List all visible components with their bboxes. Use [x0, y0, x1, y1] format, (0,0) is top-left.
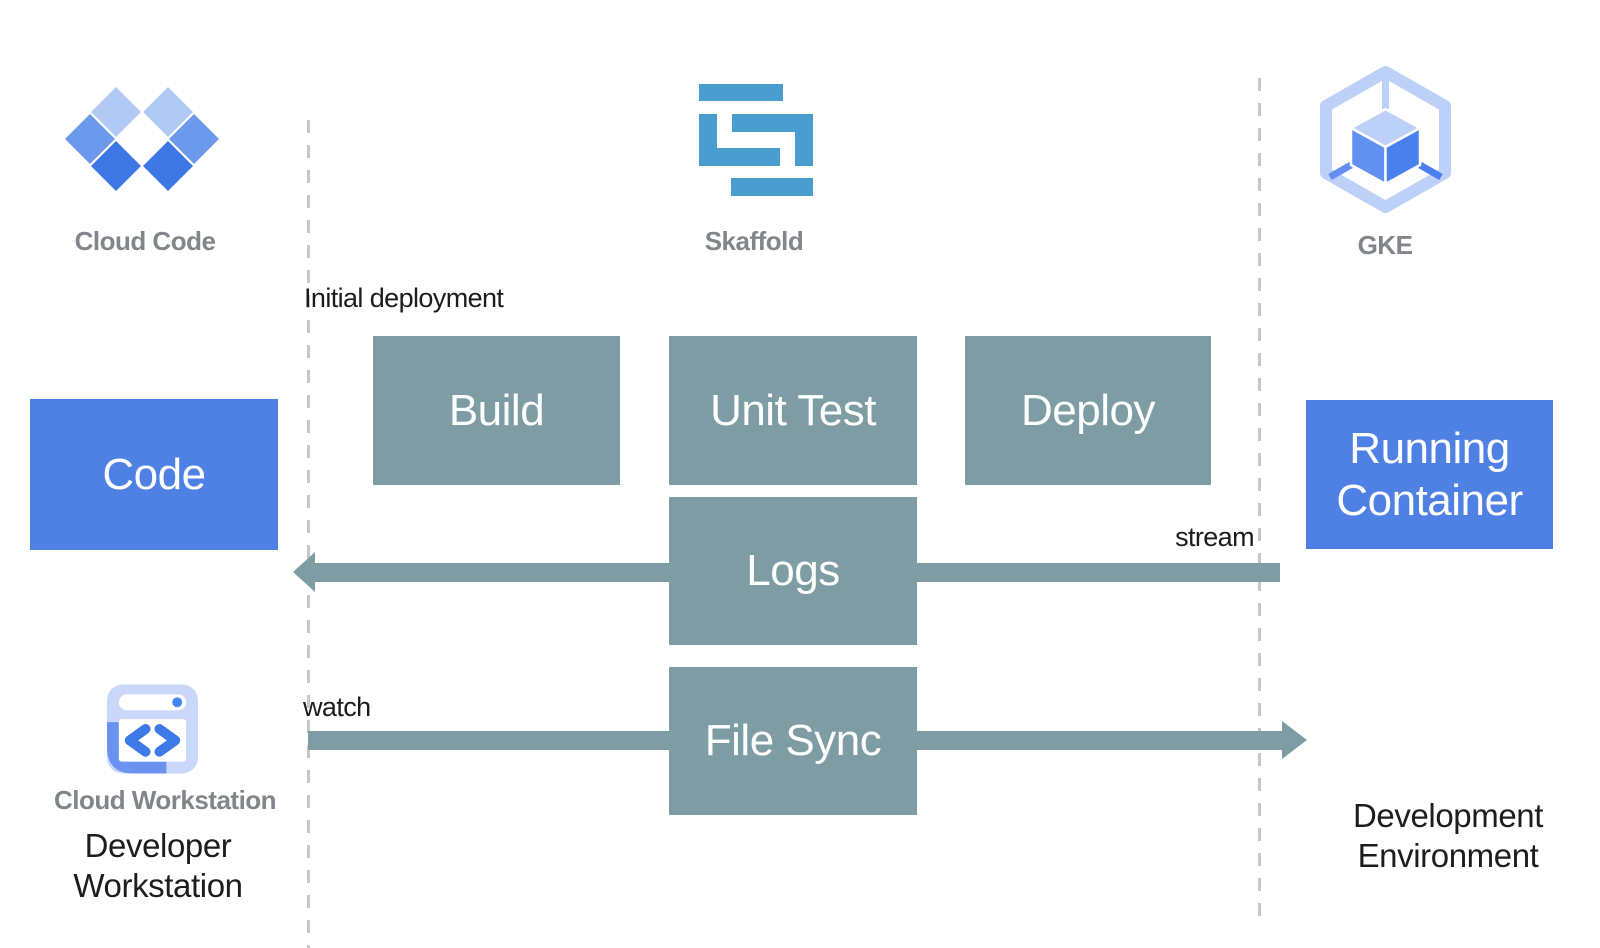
- developer-workstation-label: Developer Workstation: [8, 826, 308, 905]
- logs-node: Logs: [669, 497, 917, 645]
- unit-test-node: Unit Test: [669, 336, 917, 485]
- gke-icon: [1320, 66, 1451, 213]
- left-dashed-separator: [307, 120, 310, 948]
- skaffold-icon: [699, 84, 813, 196]
- skaffold-label: Skaffold: [704, 226, 804, 256]
- watch-label: watch: [303, 692, 371, 722]
- running-container-line2: Container: [1336, 475, 1523, 525]
- cloud-code-icon: [64, 86, 220, 192]
- development-environment-label: Development Environment: [1298, 796, 1598, 875]
- cloud-workstation-label: Cloud Workstation: [53, 785, 277, 815]
- running-container-line1: Running: [1349, 424, 1510, 474]
- cloud-workstation-icon: [107, 684, 198, 774]
- gke-label: GKE: [1357, 230, 1413, 260]
- running-container-node: Running Container: [1306, 400, 1553, 549]
- deploy-node: Deploy: [965, 336, 1211, 485]
- build-node: Build: [373, 336, 620, 485]
- stream-label: stream: [1175, 522, 1255, 552]
- code-node: Code: [30, 399, 278, 550]
- developer-workstation-line1: Developer: [84, 827, 232, 864]
- initial-deployment-label: Initial deployment: [304, 283, 504, 313]
- stream-arrow-head-left: [293, 552, 315, 592]
- cloud-code-label: Cloud Code: [74, 226, 216, 256]
- development-environment-line2: Environment: [1357, 836, 1539, 874]
- watch-arrow-head-right: [1282, 721, 1307, 759]
- developer-workstation-line2: Workstation: [73, 866, 243, 904]
- file-sync-node: File Sync: [669, 667, 917, 815]
- development-environment-line1: Development: [1352, 797, 1544, 834]
- right-dashed-separator: [1258, 78, 1261, 923]
